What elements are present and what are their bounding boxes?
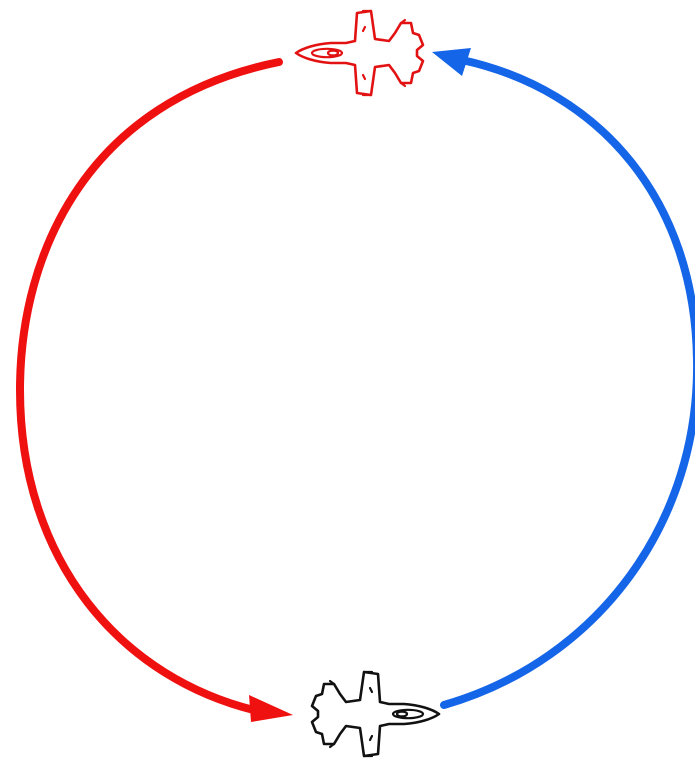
fighter-jet-icon (296, 11, 423, 95)
left-arc-line (20, 62, 279, 712)
arrowhead-icon (432, 48, 471, 76)
arrowhead-icon (249, 695, 293, 722)
right-arc-line (444, 60, 695, 705)
left-turn-arc (20, 62, 293, 722)
right-turn-arc (432, 48, 695, 705)
fighter-jet-icon (312, 672, 439, 756)
